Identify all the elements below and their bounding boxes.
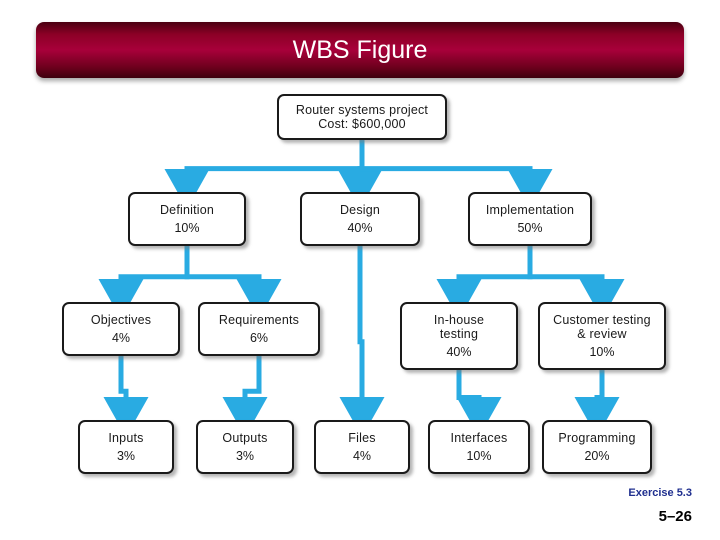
wbs-node-label: Objectives: [90, 313, 152, 327]
connector-design-to-files: [339, 246, 385, 437]
wbs-node-label: Interfaces: [450, 431, 508, 445]
connector-implement-to-customer: [527, 246, 625, 319]
wbs-node-percent: 6%: [249, 331, 269, 345]
wbs-node-cost: Cost: $600,000: [318, 117, 406, 131]
wbs-node-percent: 10%: [589, 345, 615, 359]
connector-layer: [98, 140, 625, 437]
wbs-node-definition: Definition 10%: [128, 192, 246, 246]
wbs-node-programming: Programming 20%: [542, 420, 652, 474]
wbs-node-percent: 40%: [347, 221, 373, 235]
wbs-node-files: Files 4%: [314, 420, 410, 474]
connector-root-to-definition: [164, 140, 365, 209]
wbs-node-requirements: Requirements 6%: [198, 302, 320, 356]
connector-root-to-implement: [359, 140, 553, 209]
wbs-node-percent: 3%: [116, 449, 136, 463]
connector-definition-to-requirements: [184, 246, 282, 319]
wbs-node-label: Implementation: [485, 203, 575, 217]
wbs-node-percent: 10%: [466, 449, 492, 463]
connector-customer-to-programming: [574, 370, 620, 437]
connector-requirements-to-outputs: [222, 356, 268, 437]
slide-title-banner: WBS Figure: [36, 22, 684, 78]
exercise-label: Exercise 5.3: [628, 487, 692, 499]
wbs-node-label: Programming: [558, 431, 636, 445]
wbs-node-percent: 4%: [352, 449, 372, 463]
wbs-node-percent: 3%: [235, 449, 255, 463]
wbs-node-label: Definition: [159, 203, 215, 217]
wbs-node-design: Design 40%: [300, 192, 420, 246]
wbs-node-label: Inputs: [108, 431, 144, 445]
connector-implement-to-inhouse: [436, 246, 533, 319]
wbs-node-inputs: Inputs 3%: [78, 420, 174, 474]
wbs-node-label: Outputs: [222, 431, 268, 445]
connector-definition-to-objectives: [98, 246, 190, 319]
page-title: WBS Figure: [292, 36, 428, 64]
wbs-node-objectives: Objectives 4%: [62, 302, 180, 356]
wbs-node-label: Customer testing& review: [553, 313, 651, 341]
wbs-node-implement: Implementation 50%: [468, 192, 592, 246]
wbs-node-percent: 4%: [111, 331, 131, 345]
connector-objectives-to-inputs: [103, 356, 149, 437]
wbs-node-label: Design: [339, 203, 381, 217]
wbs-node-interfaces: Interfaces 10%: [428, 420, 530, 474]
wbs-node-percent: 40%: [446, 345, 472, 359]
wbs-node-percent: 50%: [517, 221, 543, 235]
connector-inhouse-to-interfaces: [456, 370, 502, 437]
wbs-node-label: Files: [348, 431, 376, 445]
wbs-node-label: Router systems project: [295, 103, 429, 117]
wbs-node-percent: 20%: [584, 449, 610, 463]
wbs-node-customer: Customer testing& review 10%: [538, 302, 666, 370]
wbs-node-label: Requirements: [218, 313, 300, 327]
wbs-node-percent: 10%: [174, 221, 200, 235]
page-number: 5–26: [658, 508, 692, 525]
wbs-node-outputs: Outputs 3%: [196, 420, 294, 474]
